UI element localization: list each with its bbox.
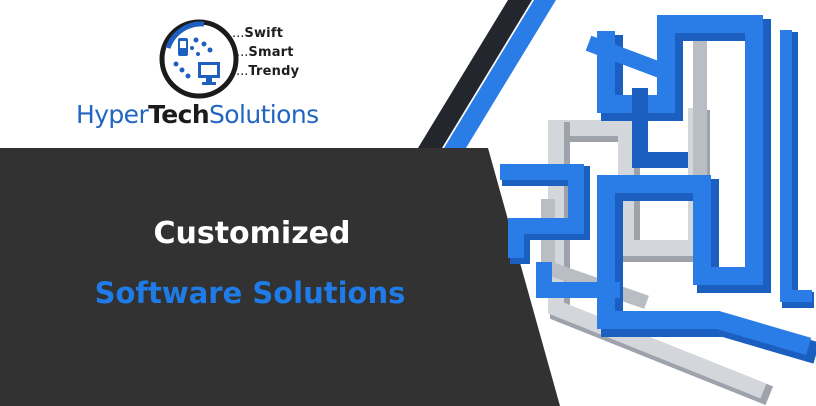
diagonal-stripe-blue (444, 0, 556, 148)
logo-globe-icon (159, 19, 239, 99)
headline: Customized (153, 216, 351, 251)
brand-part-solutions: Solutions (209, 100, 319, 129)
maze-illustration (500, 15, 816, 405)
tagline-trendy: ...Trendy (236, 64, 300, 79)
brand-name: HyperTechSolutions (76, 100, 319, 129)
subheadline: Software Solutions (94, 276, 406, 310)
brand-part-tech: Tech (148, 100, 210, 129)
brand-part-hyper: Hyper (76, 100, 149, 129)
tagline-smart: ...Smart (236, 45, 294, 60)
diagonal-stripe-dark (418, 0, 532, 148)
dark-panel (0, 148, 560, 406)
tagline-swift: ...Swift (232, 26, 284, 41)
company-logo: ...Swift ...Smart ...Trendy HyperTechSol… (60, 12, 330, 132)
